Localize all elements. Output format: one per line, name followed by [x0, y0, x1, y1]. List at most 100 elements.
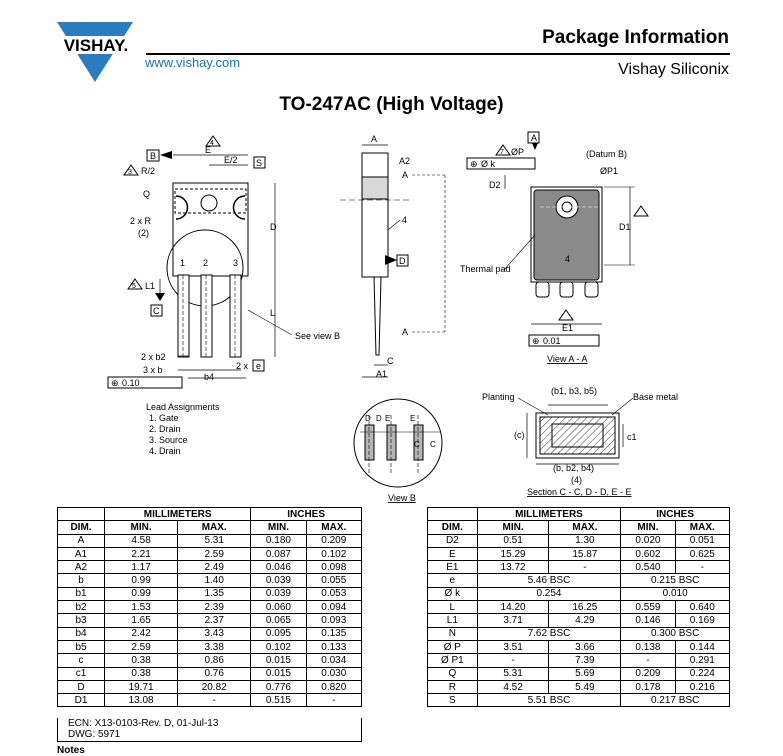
dim-d1: D1: [619, 222, 631, 232]
dim-3xb: 3 x b: [143, 365, 163, 375]
datum-a-label: A: [531, 133, 537, 143]
section-view: [517, 397, 634, 465]
ecn-text: ECN: X13-0103-Rev. D, 01-Jul-13: [68, 718, 219, 729]
svg-text:Ø k: Ø k: [481, 159, 496, 169]
dim-cell: Ø k: [427, 586, 478, 602]
value-cell: 0.039: [250, 573, 307, 588]
dim-d2: D2: [489, 180, 501, 190]
tolerance-frame-3: ⊕: [532, 336, 540, 346]
pin-3: 3: [233, 258, 238, 268]
section-a-bottom: A: [402, 327, 408, 337]
value-cell: 0.010: [620, 586, 730, 602]
value-cell: 0.015: [250, 653, 307, 668]
value-cell: 3.51: [476, 639, 550, 655]
value-cell: 3.43: [177, 626, 252, 641]
dwg-text: DWG: 5971: [68, 729, 121, 740]
datum-c-label: C: [153, 306, 160, 316]
value-cell: 0.300 BSC: [620, 626, 730, 641]
value-cell: 0.039: [250, 586, 307, 602]
dim-c1: c1: [627, 432, 637, 442]
value-cell: 0.051: [674, 533, 731, 548]
section-caption: Section C - C, D - D, E - E: [527, 487, 632, 497]
value-cell: 0.776: [250, 679, 307, 695]
section-view-labels: Planting (b1, b3, b5) Base metal (c) c1 …: [482, 386, 678, 497]
col-inches: INCHES: [250, 506, 362, 522]
dim-cell: b2: [56, 600, 106, 615]
site-url[interactable]: www.vishay.com: [145, 55, 241, 70]
value-cell: 2.49: [177, 560, 252, 575]
value-cell: 0.055: [305, 573, 363, 588]
value-cell: 5.49: [548, 679, 622, 695]
svg-text:0.10: 0.10: [122, 378, 140, 388]
value-cell: 0.625: [674, 546, 731, 562]
notes-heading: Notes: [57, 745, 85, 756]
svg-text:E: E: [410, 414, 415, 423]
dim-2xb2: 2 x b2: [141, 352, 166, 362]
dim-cell: c: [56, 653, 106, 668]
value-cell: 0.215 BSC: [620, 573, 730, 588]
datum-b-note: (Datum B): [586, 149, 627, 159]
dim-cell: b: [56, 573, 106, 588]
svg-text:0.01: 0.01: [543, 336, 561, 346]
svg-text:(4): (4): [571, 475, 582, 485]
dim-cell: S: [427, 693, 478, 708]
value-cell: 0.640: [674, 600, 731, 615]
value-cell: 0.098: [305, 560, 363, 575]
value-cell: 1.17: [104, 560, 179, 575]
dim-cell: L: [427, 600, 478, 615]
value-cell: 0.146: [620, 613, 676, 628]
value-cell: 3.66: [548, 639, 622, 655]
value-cell: 4.29: [548, 613, 622, 628]
value-cell: 3.38: [177, 639, 252, 655]
value-cell: 7.39: [548, 653, 622, 668]
dim-op: ØP: [511, 147, 524, 157]
value-cell: 0.99: [104, 573, 179, 588]
dim-cell: E1: [427, 560, 478, 575]
value-cell: 0.86: [177, 653, 252, 668]
value-cell: 0.51: [476, 533, 550, 548]
dim-bb2b4: (b, b2, b4): [553, 463, 594, 473]
svg-text:3: 3: [128, 169, 132, 176]
dim-cell: e: [427, 573, 478, 588]
value-cell: 15.87: [548, 546, 622, 562]
value-cell: 0.046: [250, 560, 307, 575]
value-cell: 0.102: [250, 639, 307, 655]
base-metal-label: Base metal: [633, 392, 678, 402]
value-cell: 2.59: [104, 639, 179, 655]
dim-2xe: 2 x: [236, 361, 249, 371]
value-cell: 13.72: [476, 560, 550, 575]
value-cell: 5.46 BSC: [476, 573, 622, 588]
dim-cell: b5: [56, 639, 106, 655]
value-cell: 0.180: [250, 533, 307, 548]
dim-a1: A1: [376, 369, 387, 379]
value-cell: 14.20: [476, 600, 550, 615]
value-cell: 0.144: [674, 639, 731, 655]
table-row: Ø P1-7.39-0.291: [427, 653, 731, 668]
dim-2xr: 2 x R: [130, 216, 152, 226]
value-cell: 0.060: [250, 600, 307, 615]
dim-b4: b4: [204, 372, 214, 382]
value-cell: 0.034: [305, 653, 363, 668]
svg-text:C: C: [430, 440, 436, 449]
dim-l: L: [270, 308, 275, 318]
value-cell: 2.39: [177, 600, 252, 615]
front-view: [159, 154, 293, 379]
value-cell: 0.38: [104, 666, 179, 681]
dim-a2: A2: [399, 156, 410, 166]
value-cell: 5.51 BSC: [476, 693, 622, 708]
lead-assignment-item: 1. Gate: [149, 413, 179, 423]
lead-assignment-item: 2. Drain: [149, 424, 181, 434]
value-cell: 0.209: [620, 666, 676, 681]
dim-cell: b4: [56, 626, 106, 641]
dim-d: D: [270, 222, 277, 232]
col-dim: DIM.: [56, 520, 106, 535]
value-cell: 1.40: [177, 573, 252, 588]
planting-label: Planting: [482, 392, 515, 402]
